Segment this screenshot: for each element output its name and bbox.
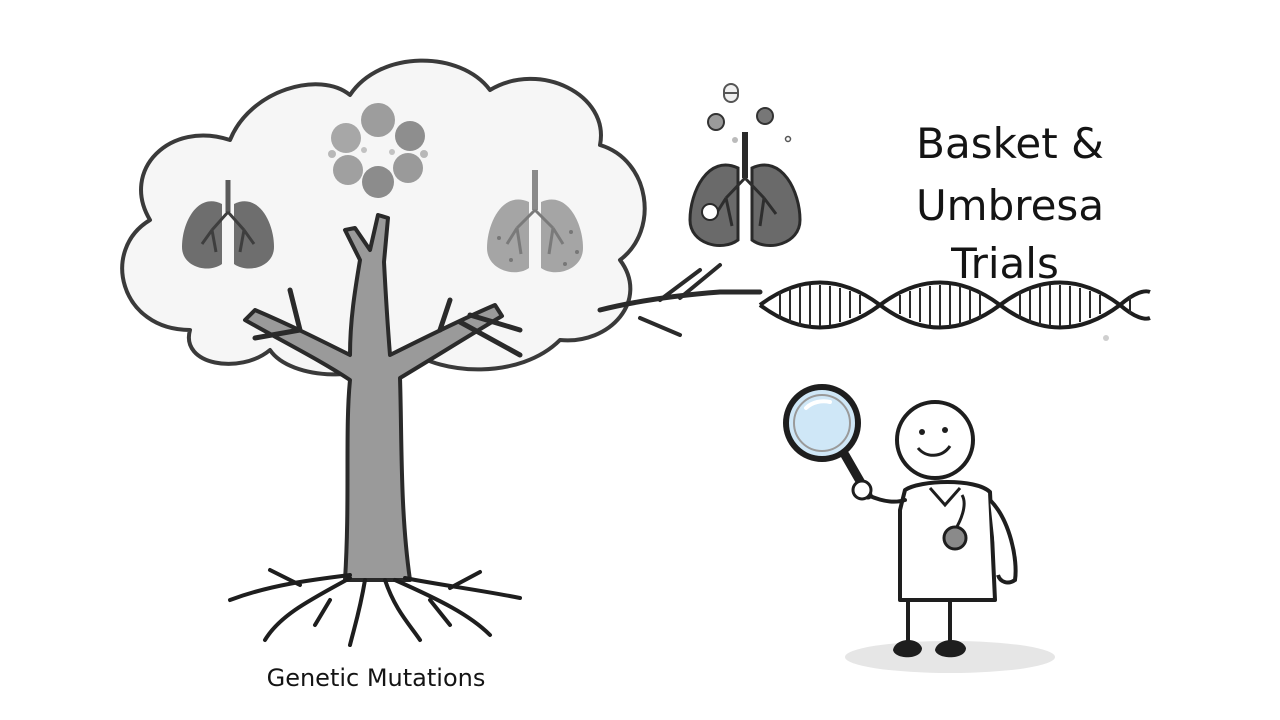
stethoscope-icon	[942, 494, 968, 551]
pill-icon	[707, 83, 792, 143]
lungs-icon	[487, 170, 583, 273]
title-line-1: Basket &	[916, 119, 1104, 168]
title-line-3: Trials	[950, 239, 1059, 288]
title-block: Basket & Umbresa Trials	[916, 119, 1104, 288]
title-line-2: Umbresa	[916, 181, 1104, 230]
doctor-figure-icon	[845, 400, 1055, 673]
tree-icon	[228, 213, 523, 647]
lungs-icon	[182, 180, 274, 269]
lungs-icon	[688, 132, 802, 247]
magnifying-glass-icon	[783, 384, 873, 501]
dna-helix-icon	[758, 280, 1151, 341]
branch-connector	[597, 263, 763, 337]
caption-genetic-mutations: Genetic Mutations	[267, 664, 486, 692]
cells-cluster-icon	[328, 103, 428, 198]
